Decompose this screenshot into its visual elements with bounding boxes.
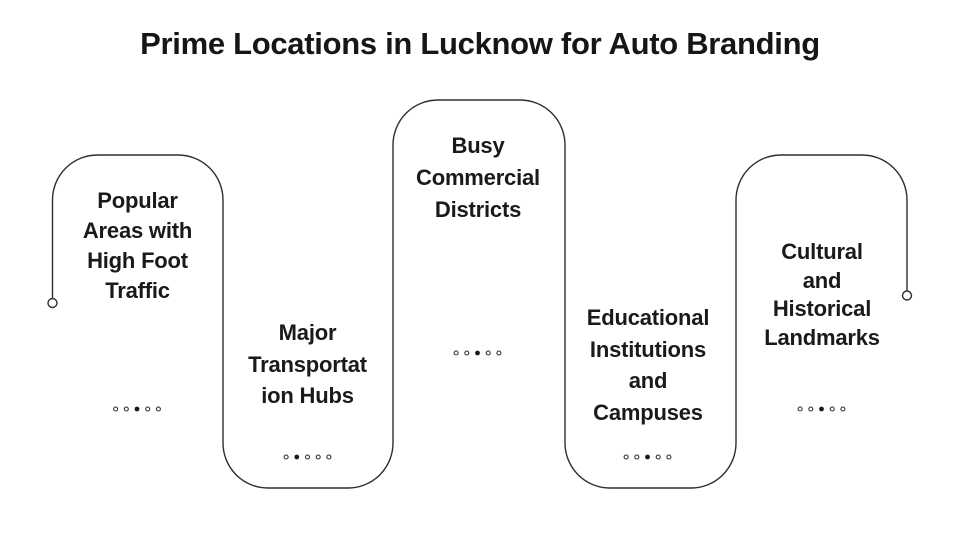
card-label-line: Campuses <box>593 399 703 425</box>
card-label-line: Educational <box>586 305 710 330</box>
dot-open <box>634 454 640 460</box>
card-label-line: High Foot <box>87 248 188 273</box>
carousel-dots-educational-institutions <box>623 454 672 460</box>
card-label-line: Areas with <box>82 218 193 243</box>
card-label-line: Commercial <box>416 165 540 190</box>
card-label-line: and <box>628 368 668 393</box>
dot-open <box>155 406 161 412</box>
dot-filled <box>475 350 480 356</box>
serpentine-path <box>51 99 908 489</box>
card-label-line: ion Hubs <box>261 383 354 408</box>
card-label-line: Major <box>278 320 337 345</box>
dot-open <box>797 406 803 412</box>
dot-open <box>145 406 151 412</box>
carousel-dots-commercial-districts <box>453 350 502 356</box>
card-label-line: Popular <box>97 188 178 213</box>
dot-open <box>808 406 814 412</box>
carousel-dots-cultural-landmarks <box>797 406 846 412</box>
dot-filled <box>819 406 824 412</box>
card-label-transportation-hubs: Major Transportat ion Hubs <box>222 317 393 412</box>
carousel-dots-transportation-hubs <box>283 454 332 460</box>
end-terminal-circle <box>901 290 913 301</box>
card-label-line: Traffic <box>105 278 170 303</box>
card-label-line: Busy <box>451 133 505 158</box>
dot-open <box>304 454 311 460</box>
dot-open <box>485 350 491 356</box>
dot-open <box>113 406 119 412</box>
dot-filled <box>134 406 140 412</box>
carousel-dots-popular-areas <box>113 406 161 412</box>
card-label-line: and <box>802 267 842 293</box>
dot-open <box>623 454 629 460</box>
start-terminal-circle <box>47 297 58 309</box>
card-label-popular-areas: Popular Areas with High Foot Traffic <box>52 186 223 306</box>
dot-filled <box>294 454 300 460</box>
dot-open <box>453 350 459 356</box>
card-label-cultural-landmarks: Cultural and Historical Landmarks <box>737 238 907 352</box>
dot-open <box>666 454 672 460</box>
dot-open <box>464 350 470 356</box>
card-label-line: Districts <box>434 197 522 222</box>
diagram-title: Prime Locations in Lucknow for Auto Bran… <box>140 26 820 61</box>
dot-open <box>840 406 846 412</box>
dot-open <box>283 454 289 460</box>
card-label-educational-institutions: Educational Institutions and Campuses <box>563 302 733 428</box>
card-label-commercial-districts: Busy Commercial Districts <box>393 130 563 226</box>
dot-open <box>829 406 835 412</box>
dot-open <box>315 454 321 460</box>
dot-open <box>326 454 332 460</box>
card-label-line: Landmarks <box>764 324 880 350</box>
dot-open <box>496 350 502 356</box>
dot-filled <box>645 454 650 460</box>
card-label-line: Institutions <box>589 336 707 362</box>
card-label-line: Historical <box>772 296 872 321</box>
card-label-line: Transportat <box>248 351 367 377</box>
dot-open <box>655 454 661 460</box>
dot-open <box>123 406 129 412</box>
card-label-line: Cultural <box>781 239 863 264</box>
